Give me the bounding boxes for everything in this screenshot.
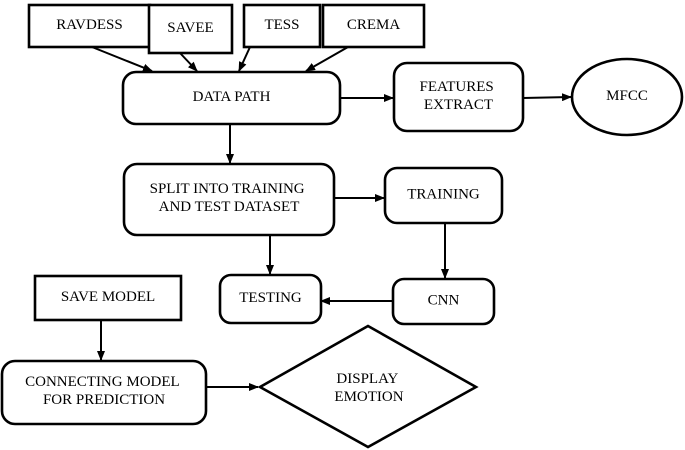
- node-display-emotion: DISPLAY EMOTION: [257, 324, 479, 449]
- node-mfcc-label: MFCC: [606, 88, 648, 104]
- node-ravdess-label: RAVDESS: [56, 17, 122, 33]
- node-tess-label: TESS: [264, 17, 299, 33]
- node-connecting-model-box: [0, 359, 208, 426]
- node-save-model: SAVE MODEL: [33, 274, 183, 322]
- node-data-path: DATA PATH: [121, 70, 342, 126]
- node-split-label: SPLIT INTO TRAINING AND TEST DATASET: [150, 181, 309, 215]
- node-mfcc-ellipse: [570, 57, 684, 137]
- node-testing-box: [218, 273, 323, 325]
- node-savee-box: [147, 3, 234, 55]
- node-mfcc: MFCC: [570, 57, 684, 137]
- edge-ravdess-to-data-path: [91, 46, 153, 72]
- node-testing-label: TESTING: [239, 290, 302, 306]
- node-testing: TESTING: [218, 273, 323, 325]
- node-save-model-label: SAVE MODEL: [61, 289, 155, 305]
- node-features-extract-box: [392, 61, 525, 133]
- edge-features-to-mfcc: [522, 93, 572, 102]
- node-display-emotion-diamond: [257, 324, 479, 449]
- node-ravdess: RAVDESS: [27, 3, 152, 49]
- node-features-extract-label: FEATURES EXTRACT: [420, 79, 498, 113]
- node-display-emotion-label: DISPLAY EMOTION: [334, 371, 403, 405]
- node-crema-box: [321, 3, 426, 49]
- node-features-extract: FEATURES EXTRACT: [392, 61, 525, 133]
- node-data-path-box: [121, 70, 342, 126]
- edges: [91, 46, 572, 391]
- node-crema: CREMA: [321, 3, 426, 49]
- node-data-path-label: DATA PATH: [193, 89, 271, 105]
- node-training-box: [383, 166, 504, 225]
- edge-crema-to-data-path: [305, 46, 349, 72]
- node-savee-label: SAVEE: [167, 20, 213, 36]
- node-tess: TESS: [242, 3, 322, 49]
- node-save-model-box: [33, 274, 183, 322]
- node-training: TRAINING: [383, 166, 504, 225]
- node-split: SPLIT INTO TRAINING AND TEST DATASET: [122, 162, 336, 237]
- node-crema-label: CREMA: [347, 17, 401, 33]
- node-training-label: TRAINING: [407, 187, 480, 203]
- node-savee: SAVEE: [147, 3, 234, 55]
- node-cnn-label: CNN: [428, 293, 460, 309]
- node-cnn: CNN: [391, 277, 496, 326]
- node-cnn-box: [391, 277, 496, 326]
- node-tess-box: [242, 3, 322, 49]
- node-connecting-model: CONNECTING MODEL FOR PREDICTION: [0, 359, 208, 426]
- edge-savee-to-data-path: [179, 52, 198, 72]
- edge-tess-to-data-path: [238, 46, 251, 72]
- node-split-box: [122, 162, 336, 237]
- node-connecting-model-label: CONNECTING MODEL FOR PREDICTION: [25, 374, 183, 408]
